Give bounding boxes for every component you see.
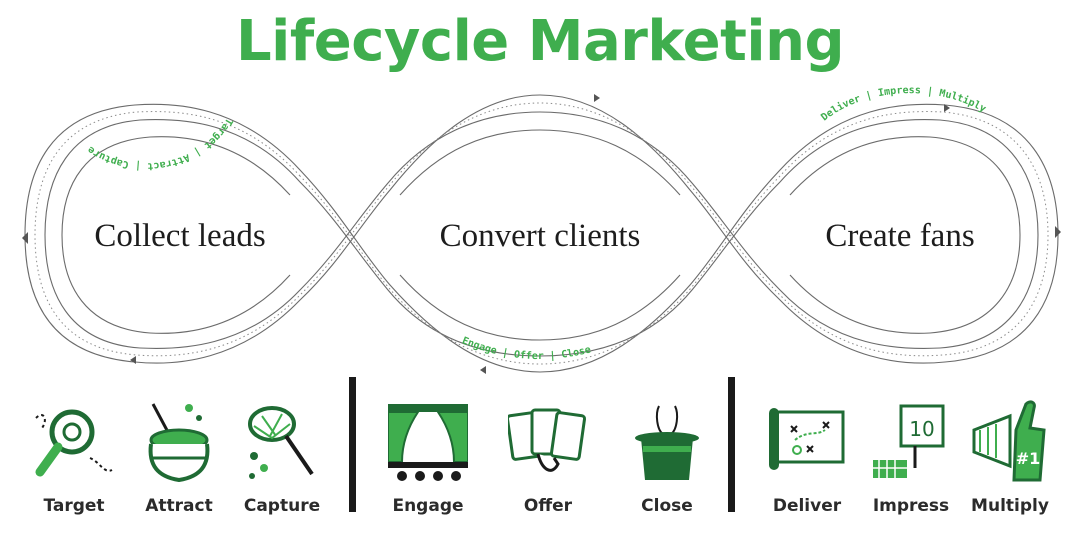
magnifier-target-icon: [35, 409, 113, 477]
step-label: Impress: [872, 496, 950, 516]
collect-steps-caption: Target | Attract | Capture: [86, 116, 234, 171]
stage-collect-leads: Collect leads: [94, 218, 266, 254]
butterfly-net-icon: [248, 406, 314, 479]
step-target: Target: [19, 396, 129, 526]
step-label: Target: [43, 496, 105, 516]
step-label: Deliver: [772, 496, 842, 516]
step-attract: Attract: [124, 396, 234, 526]
page-title: Lifecycle Marketing: [235, 9, 845, 74]
svg-text:10: 10: [909, 417, 934, 441]
step-label: Multiply: [971, 496, 1049, 516]
honey-pot-icon: [148, 403, 210, 483]
svg-text:#1: #1: [1016, 449, 1041, 468]
foam-finger-icon: #1: [972, 400, 1046, 482]
step-impress: 10 Impress: [856, 396, 966, 526]
step-label: Offer: [523, 496, 573, 516]
create-steps-caption: Deliver | Impress | Multiply: [819, 85, 987, 123]
step-label: Attract: [145, 496, 213, 516]
section-divider: [349, 377, 356, 512]
step-engage: Engage: [373, 396, 483, 526]
step-multiply: #1 Multiply: [955, 396, 1065, 526]
step-offer: Offer: [493, 396, 603, 526]
step-label: Capture: [243, 496, 321, 516]
playing-cards-icon: [508, 408, 587, 472]
step-deliver: Deliver: [752, 396, 862, 526]
stage-create-fans: Create fans: [825, 218, 975, 254]
magic-hat-rabbit-icon: [635, 405, 699, 480]
section-divider: [728, 377, 735, 512]
game-plan-icon: [769, 408, 845, 470]
step-label: Close: [641, 496, 693, 516]
score-card-icon: 10: [873, 404, 945, 478]
step-close: Close: [612, 396, 722, 526]
step-capture: Capture: [227, 396, 337, 526]
step-label: Engage: [392, 496, 464, 516]
theater-stage-icon: [388, 404, 468, 481]
stage-convert-clients: Convert clients: [439, 218, 641, 254]
